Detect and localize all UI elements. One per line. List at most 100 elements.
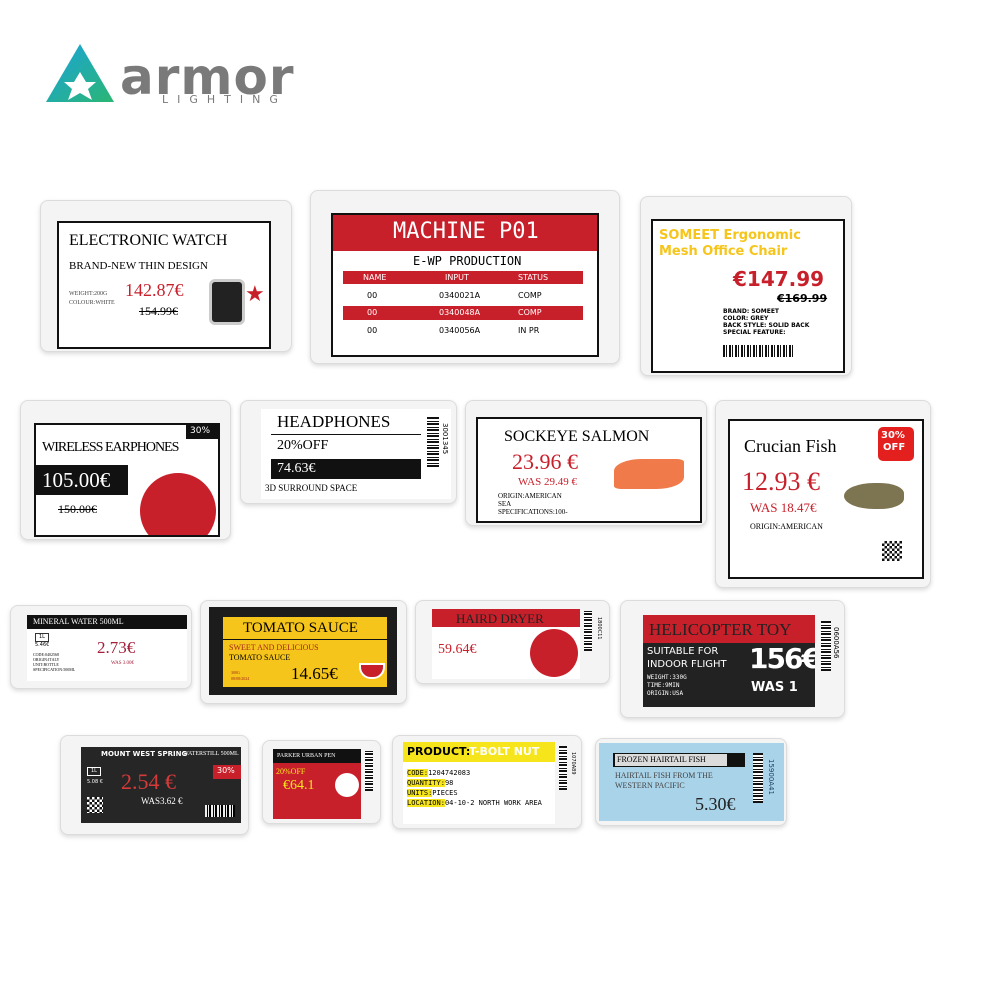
logo-wordmark: armor [120, 48, 295, 106]
cell: 00 [367, 326, 378, 335]
machine-subtitle: E-WP PRODUCTION [413, 254, 522, 268]
salmon-spec: SPECIFICATIONS:100- [498, 508, 568, 516]
cell: IN PR [518, 326, 540, 335]
water-unit-price: 5.46€ [35, 642, 50, 648]
salmon-was-price: WAS 29.49 € [518, 476, 577, 488]
fish-badge: 30% [881, 430, 905, 441]
earphones-badge: 30% [190, 426, 211, 436]
helicopter-was: WAS 1 [751, 680, 798, 695]
barcode [584, 611, 592, 651]
pen-image [335, 773, 359, 797]
chair-spec: SPECIAL FEATURE: [723, 329, 786, 336]
earphones-image [140, 473, 216, 535]
cell: 00 [367, 308, 378, 317]
helicopter-title: HELICOPTER TOY [649, 620, 792, 639]
salmon-price: 23.96 € [512, 449, 578, 474]
field-label: LOCATION: [407, 799, 445, 807]
water-spec: UNIT:BOTTLE [33, 662, 59, 667]
esl-fish: Crucian Fish 30% OFF 12.93 € WAS 18.47€ … [715, 400, 931, 588]
helicopter-price: 156€ [749, 642, 815, 675]
bolt-code: 1070A89 [570, 752, 576, 775]
earphones-was-price: 150.00€ [58, 502, 97, 516]
dryer-code: 1800C11 [596, 617, 602, 640]
helicopter-spec: ORIGIN:USA [647, 690, 684, 697]
esl-helicopter: HELICOPTER TOY SUITABLE FOR INDOOR FLIGH… [620, 600, 845, 718]
barcode [427, 417, 439, 467]
esl-salmon: SOCKEYE SALMON 23.96 € WAS 29.49 € ORIGI… [465, 400, 707, 526]
field-value: 04-10-2 NORTH WORK AREA [444, 799, 542, 807]
spring-price: 2.54 € [121, 769, 176, 794]
hairtail-desc: HAIRTAIL FISH FROM THE [615, 771, 713, 780]
cell: 00 [367, 291, 378, 300]
esl-earphones: 30% WIRELESS EARPHONES 105.00€ 150.00€ [20, 400, 231, 540]
headphones-discount: 20%OFF [277, 438, 329, 453]
esl-tomato: TOMATO SAUCE SWEET AND DELICIOUS TOMATO … [200, 600, 407, 704]
header-status: STATUS [518, 273, 549, 282]
tomato-spec: 08/08/2024 [231, 676, 250, 681]
water-title: MINERAL WATER 500ML [33, 617, 124, 626]
fish-origin: ORIGIN:AMERICAN [750, 522, 823, 531]
esl-chair: SOMEET Ergonomic Mesh Office Chair €147.… [640, 196, 852, 376]
bolt-name: T-BOLT NUT [469, 745, 540, 758]
water-was: WAS 3.00€ [111, 661, 135, 666]
cell: 0340021A [439, 291, 481, 300]
spring-was: WAS3.62 € [141, 796, 183, 806]
hairtail-desc: WESTERN PACIFIC [615, 781, 685, 790]
chair-title: SOMEET Ergonomic [659, 228, 801, 243]
spring-unit-price: 5.08 € [87, 779, 103, 785]
esl-headphones: HEADPHONES 20%OFF 74.63€ 3D SURROUND SPA… [240, 400, 457, 504]
tomato-title: TOMATO SAUCE [243, 620, 358, 636]
bolt-label: PRODUCT: [407, 745, 471, 758]
water-unit: 1L [35, 633, 49, 642]
watch-spec: COLOUR:WHITE [69, 300, 115, 306]
hairtail-price: 5.30€ [695, 794, 736, 814]
esl-spring: MOUNT WEST SPRING WATERSTILL 500ML 1L 5.… [60, 735, 249, 835]
tomato-spec: 300G [231, 670, 240, 675]
helicopter-spec: TIME:9MIN [647, 682, 680, 689]
field-value: 1204742083 [428, 769, 471, 777]
cell: COMP [518, 308, 542, 317]
salmon-spec: ORIGIN:AMERICAN [498, 492, 562, 500]
pen-price: €64.1 [283, 778, 315, 793]
header-name: NAME [363, 273, 387, 282]
header-input: INPUT [445, 273, 469, 282]
watch-subtitle: BRAND-NEW THIN DESIGN [69, 260, 208, 272]
water-spec: CODE:0402568 [33, 652, 59, 657]
headphones-desc: 3D SURROUND SPACE [265, 483, 358, 493]
esl-bolt: PRODUCT: T-BOLT NUT CODE:1204742083 QUAN… [392, 735, 582, 829]
salmon-spec: SEA [498, 500, 512, 508]
field-label: CODE: [407, 769, 429, 777]
cell: 0340048A [439, 308, 481, 317]
water-spec: SPECIFICATION:500ML [33, 667, 76, 672]
logo-subtitle: LIGHTING [162, 93, 287, 106]
cell: COMP [518, 291, 542, 300]
spring-badge: 30% [217, 766, 235, 775]
watch-was-price: 154.99€ [139, 304, 178, 318]
esl-water: MINERAL WATER 500ML 1L 5.46€ CODE:040256… [10, 605, 192, 689]
water-price: 2.73€ [97, 638, 136, 657]
esl-dryer: HAIRD DRYER 59.64€ 1800C11 [415, 600, 610, 684]
sauce-image [359, 663, 385, 679]
barcode [723, 345, 793, 357]
spring-unit: 1L [87, 767, 101, 776]
watch-image [209, 279, 245, 325]
barcode [753, 753, 763, 803]
helicopter-code: 0600A56 [832, 627, 840, 659]
cell: 0340056A [439, 326, 481, 335]
barcode [365, 751, 373, 791]
fish-badge: OFF [883, 442, 906, 453]
helicopter-desc: SUITABLE FOR [647, 646, 719, 657]
hairtail-code: 15900A41 [767, 759, 775, 795]
esl-machine: MACHINE P01 E-WP PRODUCTION NAME INPUT S… [310, 190, 620, 364]
qr-code [882, 541, 902, 561]
star-icon: ★ [245, 281, 265, 306]
dryer-price: 59.64€ [438, 642, 477, 657]
tomato-desc: SWEET AND DELICIOUS [229, 643, 319, 652]
barcode [559, 746, 567, 790]
esl-hairtail: FROZEN HAIRTAIL FISH HAIRTAIL FISH FROM … [595, 738, 787, 826]
chair-price: €147.99 [733, 267, 825, 291]
dryer-image [530, 629, 578, 677]
machine-title: MACHINE P01 [393, 219, 539, 244]
field-label: UNITS: [407, 789, 433, 797]
barcode [205, 805, 235, 817]
